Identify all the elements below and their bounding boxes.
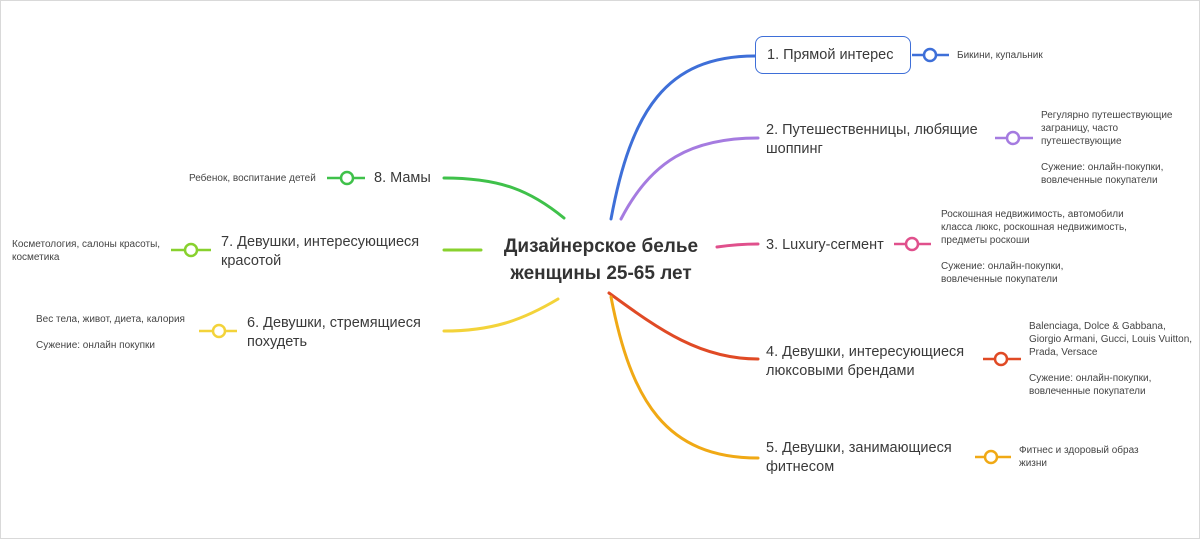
branch-2-label-line-2: шоппинг (766, 141, 823, 157)
branch-6-label-line-2: похудеть (247, 334, 308, 350)
branch-1-topic[interactable]: 1. Прямой интерес (767, 46, 894, 65)
branch-2-note-line: Регулярно путешествующие (1041, 110, 1173, 121)
branch-5-note-line: Фитнес и здоровый образ (1019, 445, 1139, 456)
branch-3-topic[interactable]: 3. Luxury-сегмент (766, 236, 884, 255)
branch-4-note-line: Balenciaga, Dolce & Gabbana, (1029, 321, 1166, 332)
branch-4-note-line: вовлеченные покупатели (1029, 386, 1146, 397)
branch-3-label: 3. Luxury-сегмент (766, 237, 884, 253)
branch-7-note-line: косметика (12, 252, 60, 263)
branch-6-note-line: Сужение: онлайн покупки (36, 340, 156, 351)
branch-3-note-line: класса люкс, роскошная недвижимость, (941, 222, 1127, 233)
branch-2-label-line-1: 2. Путешественницы, любящие (766, 122, 978, 138)
branch-3-note-line: Сужение: онлайн-покупки, (941, 261, 1064, 272)
branch-6-note-line: Вес тела, живот, диета, калория (36, 314, 185, 325)
central-topic[interactable]: Дизайнерское белье женщины 25-65 лет (471, 233, 731, 287)
branch-6-note: Вес тела, живот, диета, калория Сужение:… (36, 313, 185, 352)
central-topic-line-2: женщины 25-65 лет (510, 263, 692, 284)
connector-line-8 (442, 176, 566, 220)
branch-3-note-line: Роскошная недвижимость, автомобили (941, 209, 1124, 220)
branch-5-note: Фитнес и здоровый образ жизни (1019, 444, 1139, 470)
branch-7-label-line-2: красотой (221, 253, 282, 269)
branch-2-note-line: заграницу, часто путешествующие (1041, 123, 1122, 147)
node-circle-8[interactable] (339, 170, 355, 186)
node-circle-7[interactable] (183, 242, 199, 258)
branch-3-note-line: вовлеченные покупатели (941, 274, 1058, 285)
branch-1-box[interactable] (755, 36, 911, 74)
branch-6-topic[interactable]: 6. Девушки, стремящиеся похудеть (247, 314, 421, 352)
connector-line-3 (715, 242, 760, 249)
branch-4-label-line-1: 4. Девушки, интересующиеся (766, 344, 965, 360)
branch-4-topic[interactable]: 4. Девушки, интересующиеся люксовыми бре… (766, 343, 964, 381)
branch-5-note-line: жизни (1019, 458, 1047, 469)
branch-5-topic[interactable]: 5. Девушки, занимающиеся фитнесом (766, 439, 952, 477)
branch-7-note-line: Косметология, салоны красоты, (12, 239, 161, 250)
branch-3-note: Роскошная недвижимость, автомобили класс… (941, 208, 1127, 286)
node-circle-1[interactable] (922, 47, 938, 63)
branch-8-label: 8. Мамы (374, 170, 431, 186)
connector-line-6 (442, 297, 560, 333)
branch-8-note-line: Ребенок, воспитание детей (189, 173, 316, 184)
branch-4-note-line: Сужение: онлайн-покупки, (1029, 373, 1152, 384)
branch-7-note: Косметология, салоны красоты, косметика (12, 238, 160, 264)
connector-line-4 (607, 291, 760, 361)
branch-1-note: Бикини, купальник (957, 49, 1043, 62)
branch-5-label-line-1: 5. Девушки, занимающиеся (766, 440, 952, 456)
central-topic-line-1: Дизайнерское белье (503, 236, 699, 257)
branch-2-note-line: Сужение: онлайн-покупки, (1041, 162, 1164, 173)
branch-2-topic[interactable]: 2. Путешественницы, любящие шоппинг (766, 121, 978, 159)
branch-7-label-line-1: 7. Девушки, интересующиеся (221, 234, 420, 250)
branch-1-label: 1. Прямой интерес (767, 47, 894, 63)
node-circle-4[interactable] (993, 351, 1009, 367)
branch-1-note-line: Бикини, купальник (957, 50, 1043, 61)
branch-2-note-line: вовлеченные покупатели (1041, 175, 1158, 186)
connector-line-1 (609, 54, 757, 221)
branch-6-label-line-1: 6. Девушки, стремящиеся (247, 315, 421, 331)
node-circle-3[interactable] (904, 236, 920, 252)
branch-4-label-line-2: люксовыми брендами (766, 363, 915, 379)
connector-line-2 (619, 136, 760, 221)
branch-7-topic[interactable]: 7. Девушки, интересующиеся красотой (221, 233, 419, 271)
connector-line-5 (609, 295, 760, 460)
branch-2-note: Регулярно путешествующие заграницу, част… (1041, 109, 1199, 187)
branch-8-note: Ребенок, воспитание детей (189, 172, 316, 185)
branch-4-note: Balenciaga, Dolce & Gabbana, Giorgio Arm… (1029, 320, 1192, 398)
node-circle-2[interactable] (1005, 130, 1021, 146)
branch-3-note-line: предметы роскоши (941, 235, 1030, 246)
node-circle-5[interactable] (983, 449, 999, 465)
branch-5-label-line-2: фитнесом (766, 459, 835, 475)
branch-4-note-line: Prada, Versace (1029, 347, 1098, 358)
branch-8-topic[interactable]: 8. Мамы (374, 169, 431, 188)
branch-4-note-line: Giorgio Armani, Gucci, Louis Vuitton, (1029, 334, 1193, 345)
node-circle-6[interactable] (211, 323, 227, 339)
